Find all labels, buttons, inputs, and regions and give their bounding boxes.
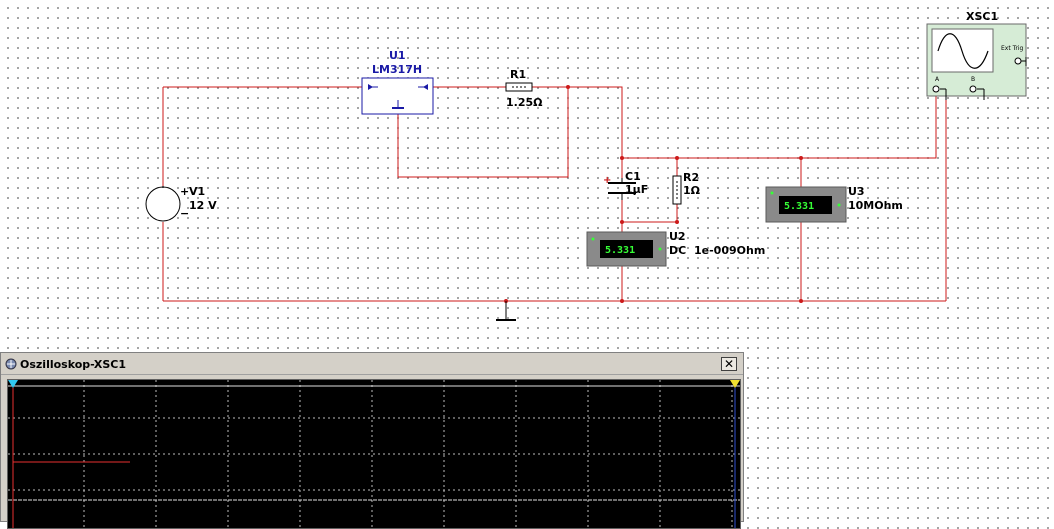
oscilloscope-xsc1[interactable] <box>926 23 1027 100</box>
r1-name-label: R1 <box>510 68 526 81</box>
oscilloscope-window-icon <box>5 358 17 370</box>
c1-plus-sign: + <box>603 175 611 186</box>
wires <box>162 86 947 302</box>
u2-resistance-label: 1e-009Ohm <box>694 244 765 257</box>
cursor-2-marker[interactable] <box>730 380 740 388</box>
resistor-r2[interactable] <box>672 175 682 205</box>
u1-part-label: LM317H <box>372 63 422 76</box>
cursor-1-marker[interactable] <box>8 380 18 388</box>
wire-node-bus[interactable] <box>622 91 937 159</box>
regulator-u1[interactable] <box>361 77 434 115</box>
wire-r1-out[interactable] <box>532 86 623 158</box>
oscilloscope-window[interactable]: Oszilloskop-XSC1 ✕ <box>0 352 744 529</box>
oscilloscope-window-title: Oszilloskop-XSC1 <box>20 358 126 371</box>
xsc1-channel-a-label: A <box>935 76 940 83</box>
voltmeter-reading: 5.331 <box>784 201 814 212</box>
resistor-r1[interactable] <box>505 82 533 92</box>
capacitor-c1[interactable] <box>608 178 636 200</box>
u1-name-label: U1 <box>389 49 406 62</box>
ammeter-u2[interactable] <box>586 231 667 267</box>
xsc1-ext-trig-label: Ext Trig <box>1001 45 1024 52</box>
junctions <box>504 85 803 303</box>
schematic-canvas[interactable]: + V1 12 V − U1 LM317H R1 1.25Ω + C1 1µF … <box>0 0 1054 352</box>
u2-name-label: U2 <box>669 230 686 243</box>
xsc1-name-label: XSC1 <box>966 10 998 23</box>
oscilloscope-window-titlebar[interactable]: Oszilloskop-XSC1 ✕ <box>1 353 743 375</box>
voltmeter-u3[interactable] <box>765 186 847 223</box>
xsc1-channel-b-label: B <box>971 76 975 83</box>
c1-value-label: 1µF <box>625 183 648 196</box>
v1-minus-sign: − <box>180 207 189 220</box>
wire-r2-bottom[interactable] <box>622 204 678 223</box>
u3-resistance-label: 10MOhm <box>848 199 903 212</box>
r1-value-label: 1.25Ω <box>506 96 543 109</box>
v1-plus-sign: + <box>180 185 189 198</box>
oscilloscope-screen[interactable] <box>7 379 741 529</box>
dc-source-v1[interactable] <box>145 186 181 222</box>
ground-symbol[interactable] <box>496 301 516 321</box>
oscilloscope-grid <box>8 380 740 528</box>
wire-adj[interactable] <box>397 87 569 178</box>
v1-name-label: V1 <box>189 185 205 198</box>
ammeter-reading: 5.331 <box>605 245 635 256</box>
u2-mode-label: DC <box>669 244 686 257</box>
r2-name-label: R2 <box>683 171 699 184</box>
u3-name-label: U3 <box>848 185 865 198</box>
v1-value-label: 12 V <box>189 199 217 212</box>
c1-name-label: C1 <box>625 170 641 183</box>
r2-value-label: 1Ω <box>683 184 701 197</box>
oscilloscope-close-button[interactable]: ✕ <box>721 357 737 371</box>
